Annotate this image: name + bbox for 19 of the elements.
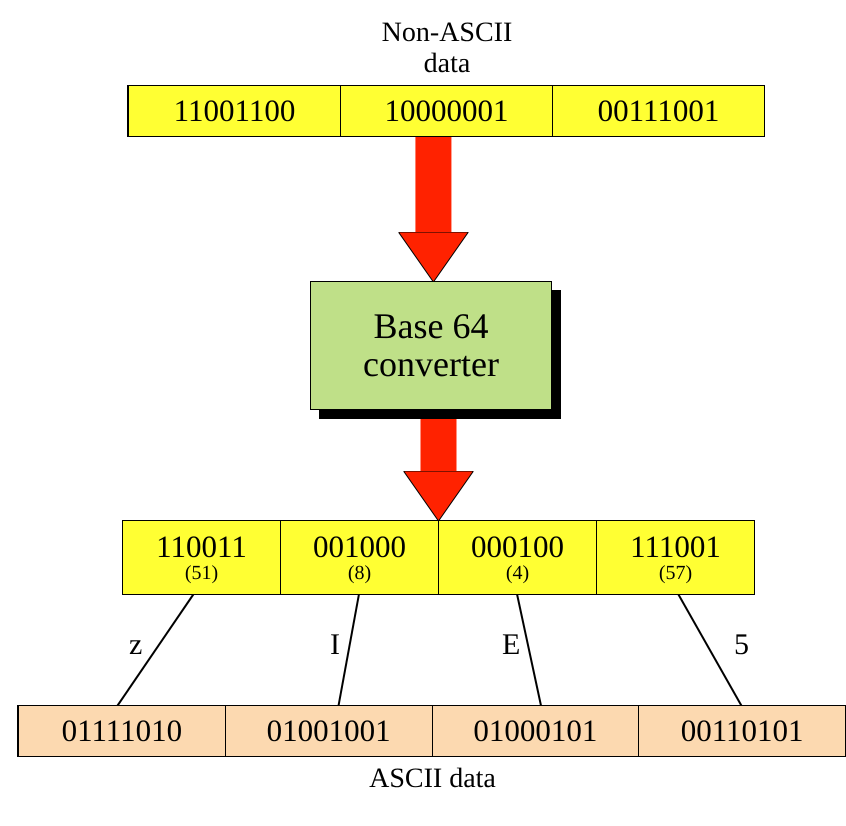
row-heading: Non-ASCII data [380,18,514,80]
bit-cell: 01000101 [432,706,638,756]
bit-cell: 00111001 [552,86,764,136]
bit-cell: 01001001 [224,706,432,756]
bit-cell: 001000 (8) [280,521,438,594]
connector-line [116,593,194,707]
bit-cell: 111001 (57) [596,521,754,594]
connector-line [337,594,360,706]
connector-line [677,594,742,706]
bit-cell: 01111010 [18,706,225,756]
bit-cell: 11001100 [128,86,340,136]
connector-line [516,594,542,706]
bit-cell: 10000001 [340,86,552,136]
bit-cell: 00110101 [638,706,845,756]
bit-cell: 000100 (4) [438,521,596,594]
bit-cell: 110011 (51) [123,521,280,594]
block-arrow [398,137,469,282]
row-heading: ASCII data [368,764,497,795]
data-bar [122,520,755,595]
